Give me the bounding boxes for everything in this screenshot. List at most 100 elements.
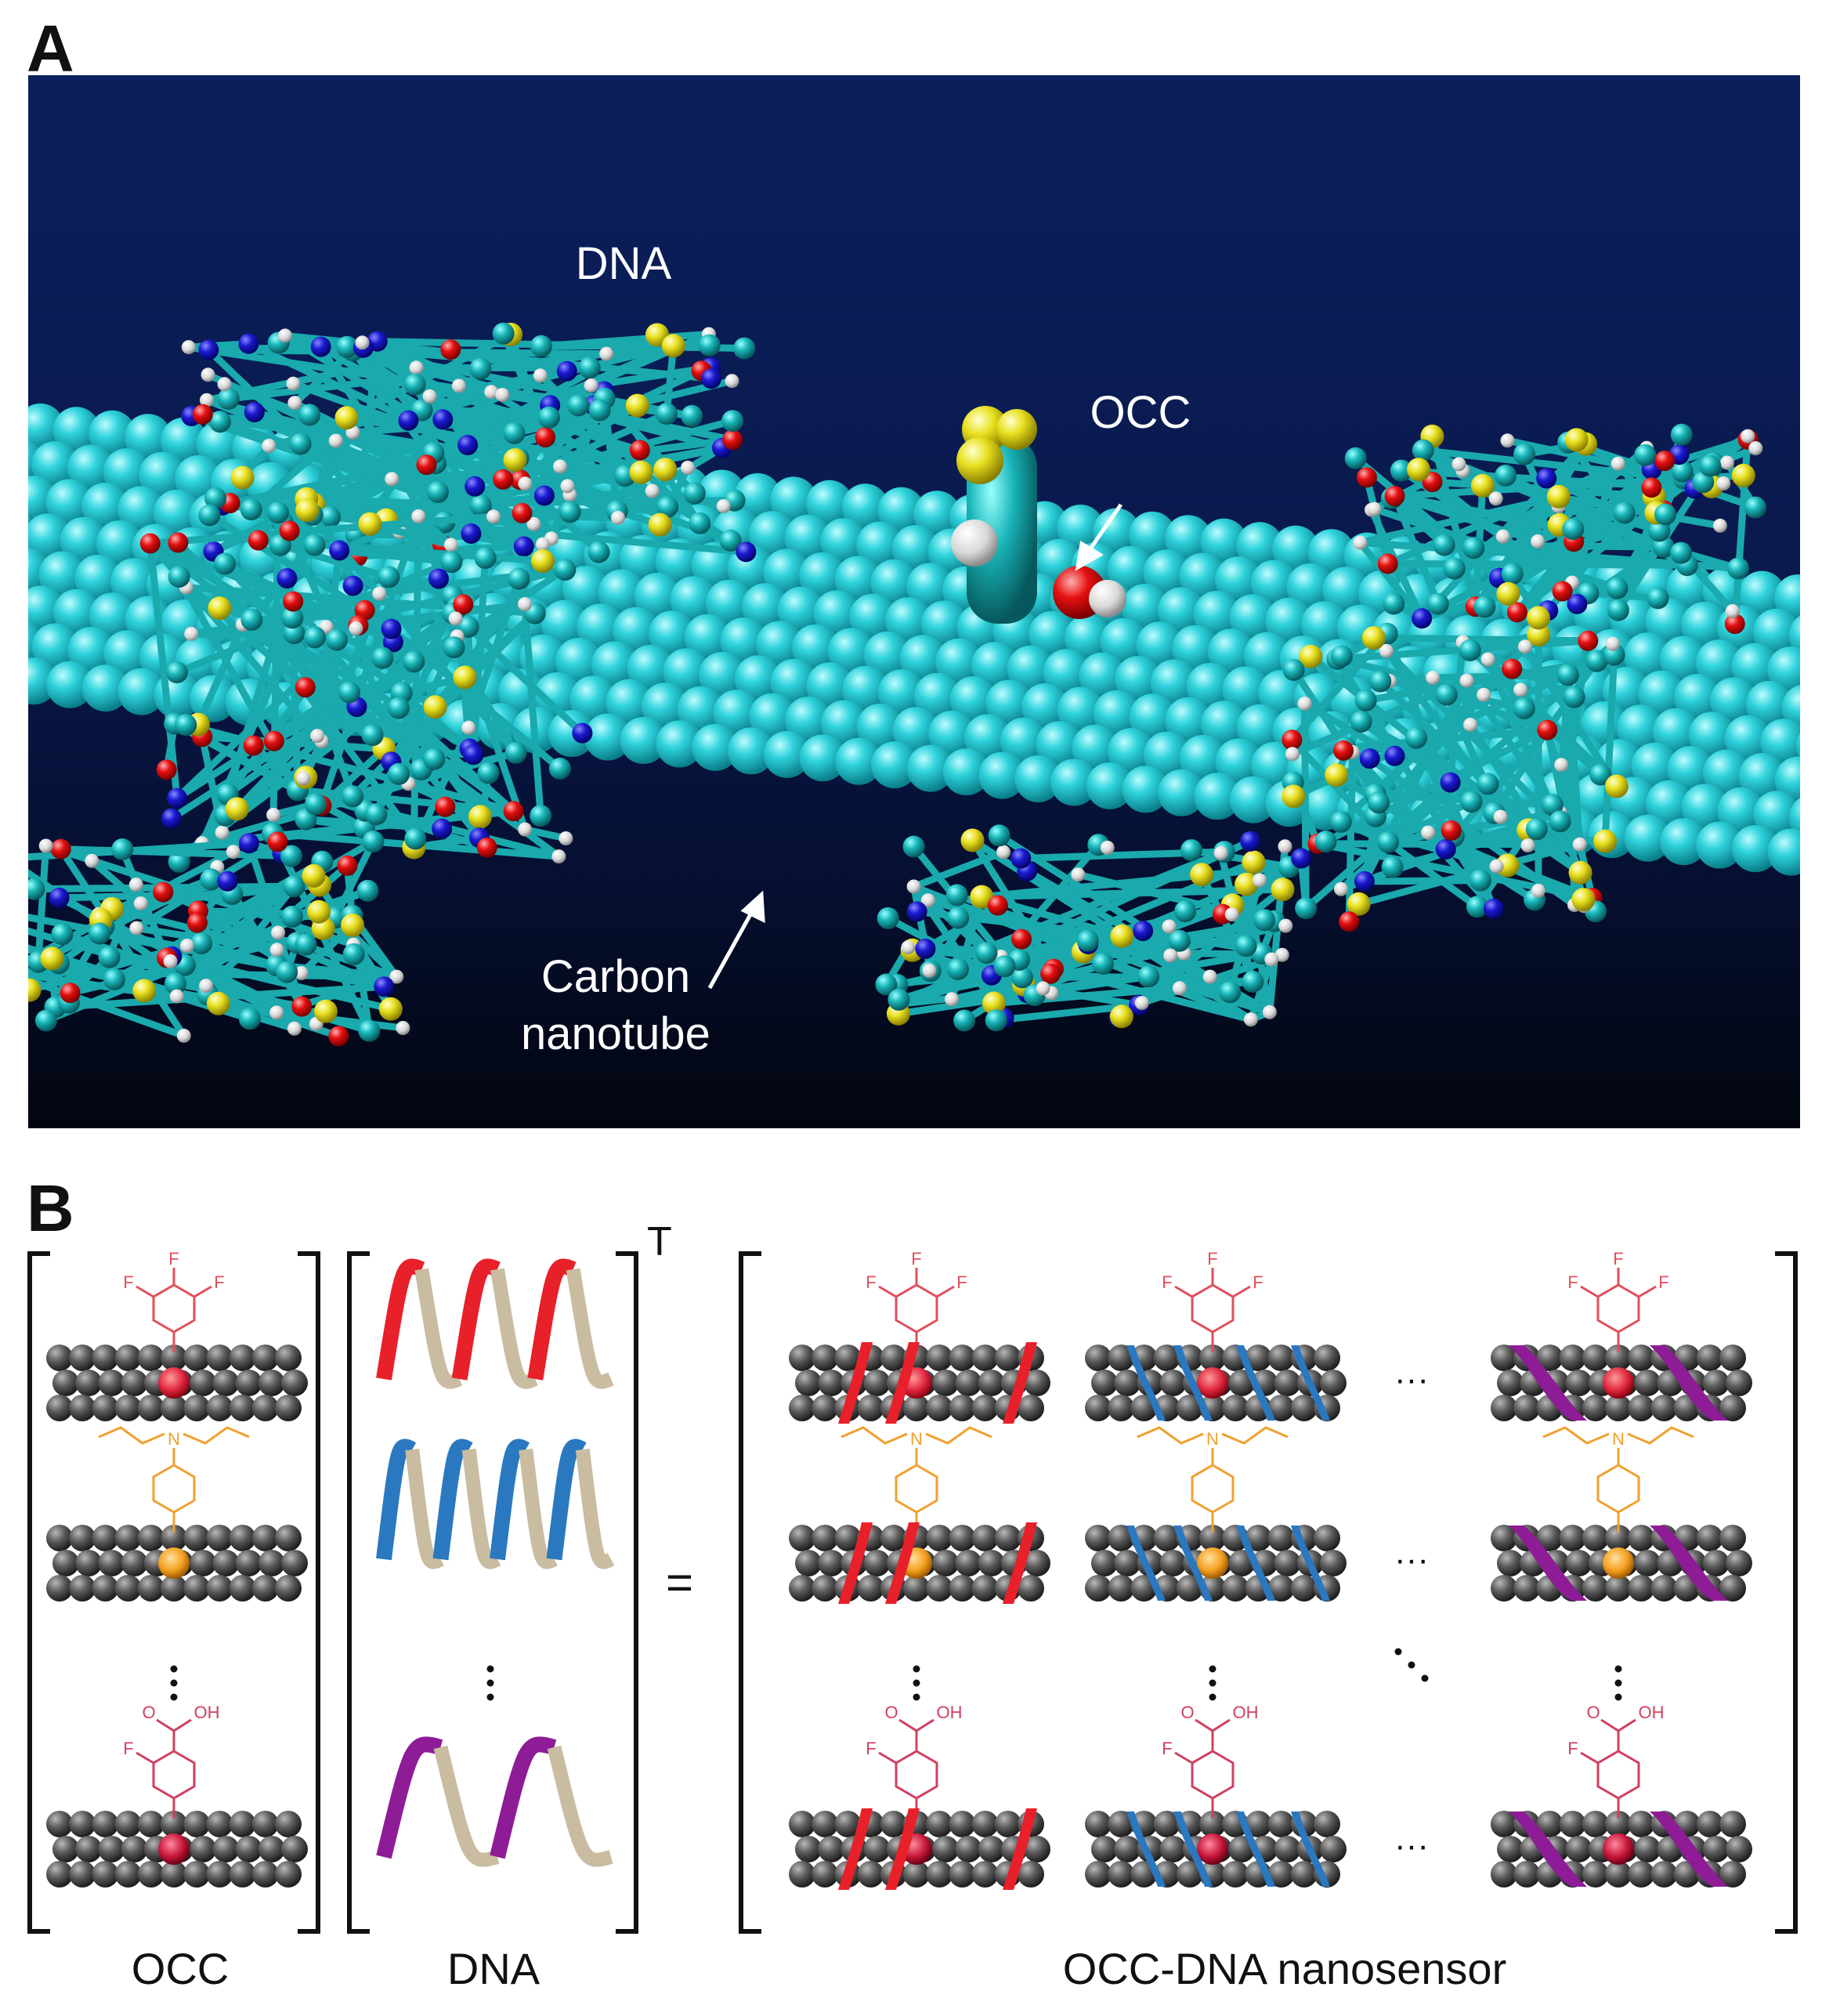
dna-atom [440,339,461,360]
dna-atom [167,787,188,809]
dna-atom [588,399,611,422]
dna-atom [238,833,259,854]
dna-atom [1369,670,1392,693]
carbon-atom [137,1525,164,1551]
dna-atom [356,879,379,902]
dna-bond [1473,494,1562,609]
dna-atom [225,797,249,821]
dna-atom [653,458,678,482]
dna-atom [169,989,184,1004]
tube-atom [67,444,114,492]
dna-atom [725,374,739,389]
dna-atom [1010,848,1032,869]
dna-atom [1537,719,1558,740]
carbon-atom [926,1525,953,1551]
dna-atom [1727,557,1749,580]
dna-atom [1440,772,1461,793]
dna-atom [1295,897,1318,920]
dna-atom [987,895,1008,916]
dna-atom [28,878,45,900]
carbon-atom [863,1836,891,1862]
dna-bond [1363,476,1392,565]
carbon-atom [1274,1836,1301,1862]
dna-atom [1426,592,1449,615]
dna-atom [1361,626,1386,650]
dna-atom [1333,740,1354,761]
carbon-atom [812,1345,839,1371]
dna-atom [432,818,453,839]
carbon-atom [1108,1811,1135,1837]
dna-atom [1719,455,1734,470]
dna-atom [1433,534,1455,556]
tube-atom [31,623,79,671]
tube-atom [1731,642,1779,690]
dna-bond [927,896,1172,959]
dna-bond [1077,870,1287,929]
tube-atom [1624,632,1671,680]
dna-atom [266,808,281,822]
atom-label: F [1162,1739,1172,1758]
tube-atom [1660,818,1708,866]
dna-atom [661,334,685,358]
carbon-atom [1108,1525,1135,1551]
dna-atom [1330,645,1353,668]
dna-atom [271,925,286,940]
dna-atom [313,999,338,1023]
carbon-atom [1719,1345,1746,1371]
dna-atom [1525,818,1548,841]
tube-atom [841,483,889,531]
atom-label: F [1253,1272,1263,1292]
dna-ribbon [376,1439,417,1561]
carbon-atom [834,1345,862,1371]
dna-atom [378,997,403,1021]
tube-atom [1738,753,1786,800]
tube-atom [706,579,753,627]
carbon-atom [183,1525,211,1551]
dna-atom [1282,784,1306,809]
carbon-atom [1199,1811,1226,1837]
carbon-atom [789,1345,815,1371]
dna-atom [533,485,555,506]
dna-atom [387,697,410,719]
carbon-atom [1628,1811,1655,1837]
tube-atom [548,710,595,758]
tube-atom [842,665,890,713]
carbon-atom [818,1370,845,1396]
carbon-atom [206,1345,233,1371]
dna-atom [269,943,284,957]
dna-wrap [1126,1345,1166,1421]
dna-atom [201,367,215,382]
tube-atom [770,476,818,524]
dna-atom [1518,639,1532,654]
dna-atom [1531,883,1545,898]
carbon-atom [137,1861,164,1888]
dna-atom [334,406,359,430]
dna-wrap [838,1342,873,1424]
carbon-atom [1222,1575,1249,1602]
carbon-atom [1702,1550,1730,1576]
tube-atom [1322,566,1370,614]
carbon-atom [161,1525,187,1551]
dna-atom [526,516,541,531]
dna-atom [508,567,530,590]
dna-atom [493,469,514,490]
dna-atom [208,596,232,621]
dna-atom [1071,867,1086,882]
dna-atom [1748,441,1763,456]
binding-site [1603,1367,1634,1399]
dna-bond [194,623,247,726]
ellipsis-vertical-dot [1209,1665,1216,1673]
ellipsis-vertical-dot [913,1665,920,1673]
binding-site [158,1833,190,1865]
carbon-atom [1267,1861,1295,1888]
carbon-atom [932,1370,960,1396]
benzene-ring [1191,1283,1235,1334]
carbon-atom [1634,1370,1661,1396]
atom-label: F [956,1272,967,1292]
dna-bond [1386,839,1480,910]
dna-atom [683,482,706,505]
carbon-atom [212,1836,240,1862]
dna-atom [996,845,1011,860]
dna-wrap [885,1342,920,1424]
tube-atom [46,661,93,708]
